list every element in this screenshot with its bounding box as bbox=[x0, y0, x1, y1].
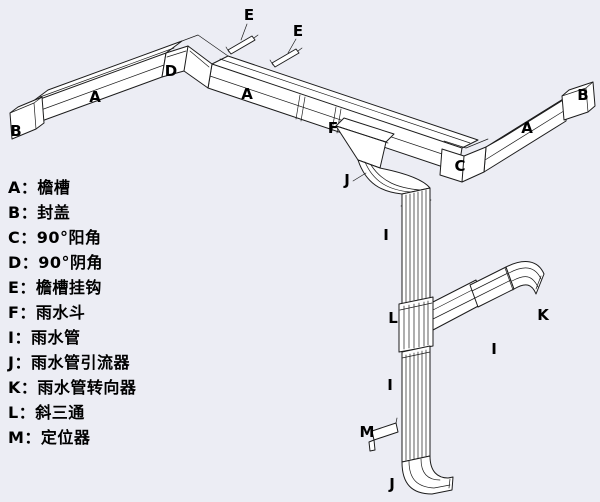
legend: A：檐槽 B：封盖 C：90°阳角 D：90°阴角 E：檐槽挂钩 F：雨水斗 I… bbox=[8, 175, 136, 450]
bracket-m bbox=[368, 417, 399, 452]
downspout-upper bbox=[401, 187, 431, 305]
rain-hopper-f bbox=[335, 117, 432, 207]
legend-item-e: E：檐槽挂钩 bbox=[8, 278, 102, 297]
gutter-hook-2 bbox=[269, 47, 303, 68]
gutter-middle bbox=[207, 55, 479, 173]
label-a3: A bbox=[521, 119, 533, 137]
outlet-elbow-j bbox=[401, 455, 454, 495]
label-i2: I bbox=[491, 340, 497, 358]
diagram-labels: E E D A A A B B F C J I L I K I M J bbox=[10, 6, 588, 493]
label-e1: E bbox=[244, 6, 254, 24]
legend-item-f: F：雨水斗 bbox=[8, 303, 86, 322]
outside-corner-c bbox=[439, 138, 489, 183]
label-i1: I bbox=[383, 226, 389, 244]
label-j2: J bbox=[388, 475, 395, 493]
label-f: F bbox=[328, 119, 338, 137]
downspout-lower bbox=[401, 345, 431, 463]
legend-item-b: B：封盖 bbox=[8, 203, 71, 222]
gutter-left bbox=[27, 40, 183, 127]
legend-item-a: A：檐槽 bbox=[8, 178, 71, 197]
elbow-k bbox=[505, 261, 545, 295]
label-j1: J bbox=[343, 171, 350, 189]
label-b2: B bbox=[577, 86, 588, 104]
legend-item-m: M：定位器 bbox=[8, 428, 91, 447]
gutter-hook-1 bbox=[225, 34, 259, 55]
label-m: M bbox=[360, 423, 375, 441]
oblique-tee-l bbox=[398, 279, 485, 353]
legend-item-c: C：90°阳角 bbox=[8, 228, 102, 247]
label-a1: A bbox=[89, 88, 101, 106]
legend-item-l: L：斜三通 bbox=[8, 403, 85, 422]
label-c: C bbox=[454, 157, 465, 175]
label-d: D bbox=[165, 62, 177, 80]
label-a2: A bbox=[241, 85, 253, 103]
legend-item-k: K：雨水管转向器 bbox=[8, 378, 137, 397]
legend-item-j: J：雨水管引流器 bbox=[8, 353, 130, 372]
label-e2: E bbox=[293, 22, 303, 40]
legend-item-d: D：90°阴角 bbox=[8, 253, 104, 272]
inside-corner-d bbox=[161, 34, 229, 89]
branch-pipe bbox=[469, 266, 515, 308]
label-b1: B bbox=[10, 122, 21, 140]
legend-item-i: I：雨水管 bbox=[8, 328, 81, 347]
label-l: L bbox=[388, 309, 398, 327]
label-k: K bbox=[537, 306, 550, 324]
hook-leader-lines bbox=[240, 23, 297, 54]
label-i3: I bbox=[387, 376, 393, 394]
end-cap-right bbox=[561, 81, 596, 121]
end-cap-left bbox=[9, 96, 45, 140]
